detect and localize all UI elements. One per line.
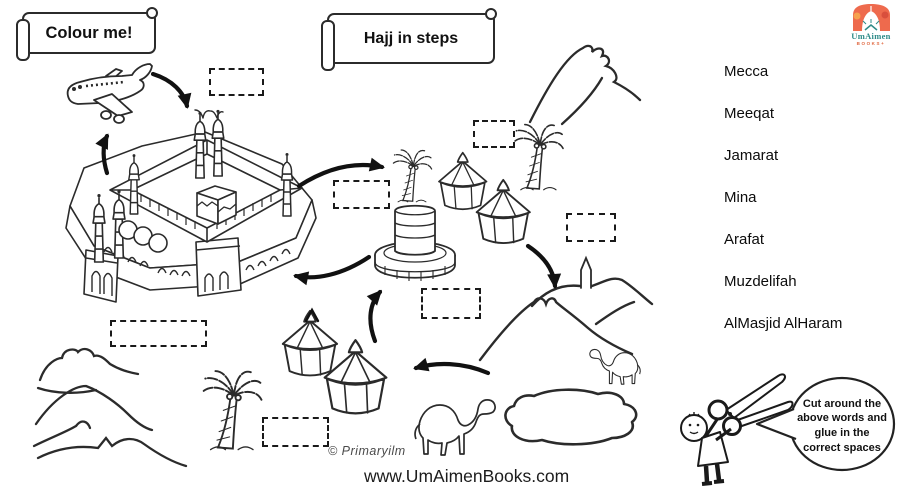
colour-me-label: Colour me! [45,23,133,42]
word-almasjid-alharam[interactable]: AlMasjid AlHaram [724,315,843,332]
masjid-al-haram-illustration [65,109,317,303]
palm-tree-top-right [513,123,564,191]
jamarat-pillar-illustration [374,204,456,281]
arrow-plane-down [150,71,192,109]
colour-me-banner: Colour me! [16,7,158,61]
arrow-tip-mark [304,307,320,323]
answer-space-5[interactable] [421,288,481,319]
arrow-up-to-jamarat [366,289,383,344]
palm-tree-bottom [202,370,263,451]
word-mina[interactable]: Mina [724,189,757,206]
credit-watermark: © Primaryilm [328,444,406,458]
arrow-to-tents [296,157,385,189]
word-meeqat[interactable]: Meeqat [724,105,775,122]
scissors-character-illustration [680,373,794,486]
mountains-bottom-left-illustration [32,347,188,468]
kaaba-illustration [196,185,237,225]
airplane-illustration [66,63,153,124]
arrow-to-bottom-tents [413,357,491,376]
camel-large-illustration [414,398,496,456]
word-mecca[interactable]: Mecca [724,63,769,80]
word-list: Mecca Meeqat Jamarat Mina Arafat Muzdeli… [724,63,842,333]
speech-bubble-text: Cut around the above words and glue in t… [797,397,887,454]
logo-mark-icon [852,4,890,31]
arrow-up-to-plane [95,133,110,176]
tents-middle-illustration [438,151,531,245]
website-url: www.UmAimenBooks.com [364,466,570,486]
answer-space-1[interactable] [209,68,264,96]
grass-sprouts [194,109,224,119]
flow-arrows [95,71,562,376]
answer-space-2[interactable] [473,120,515,148]
mountain-top-right-illustration [528,44,642,126]
word-arafat[interactable]: Arafat [724,231,765,248]
desert-rock-illustration [504,388,638,446]
umaimen-books-logo: UmAimen BOOKS+ [847,3,895,50]
answer-space-4[interactable] [566,213,616,242]
word-muzdelifah[interactable]: Muzdelifah [724,273,797,290]
arrow-to-arafat [525,243,562,289]
speech-bubble-shape [755,376,896,472]
page-title: Hajj in steps [363,29,459,47]
mount-arafat-illustration [478,255,654,362]
word-jamarat[interactable]: Jamarat [724,147,779,164]
logo-subtitle: BOOKS+ [856,41,886,46]
answer-space-6[interactable] [110,320,207,347]
logo-name: UmAimen [851,31,891,41]
arrow-back-to-mosque [293,254,372,286]
answer-space-7[interactable] [262,417,329,447]
title-banner: Hajj in steps [321,8,497,71]
palm-tree-small [392,149,433,203]
answer-space-3[interactable] [333,180,390,209]
